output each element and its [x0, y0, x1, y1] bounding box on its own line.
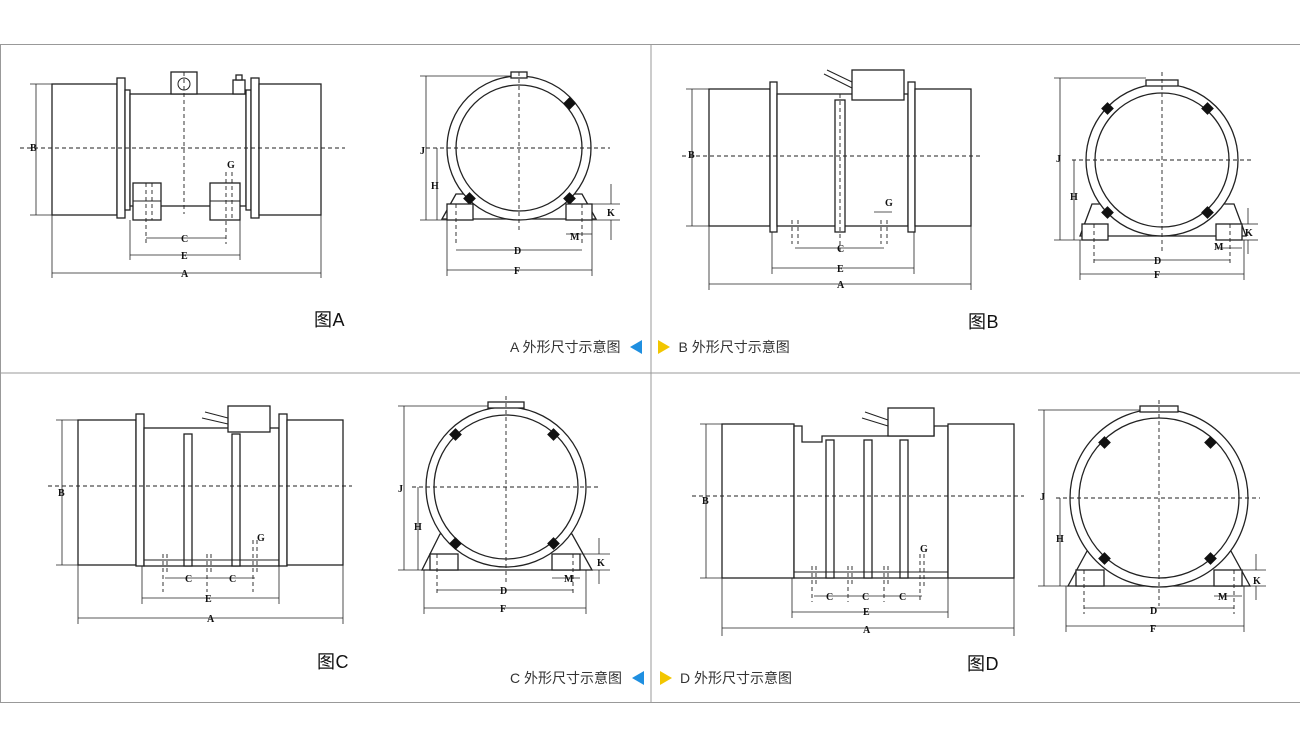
- label-d-K: K: [1253, 576, 1261, 587]
- label-b-K: K: [1245, 228, 1253, 239]
- caption-b: B 外形尺寸示意图: [678, 339, 790, 355]
- label-a-B: B: [30, 143, 37, 154]
- label-c-K: K: [597, 558, 605, 569]
- label-b-A: A: [837, 280, 845, 291]
- diagram-a-side-view: [20, 71, 345, 278]
- label-b-G: G: [885, 198, 893, 209]
- diagram-b-end-view: [1054, 72, 1258, 280]
- panel-title-c: 图C: [317, 652, 349, 672]
- label-c-J: J: [398, 484, 403, 495]
- diagram-a-end-view: [420, 71, 620, 276]
- label-b-C: C: [837, 244, 844, 255]
- panel-title-d: 图D: [967, 654, 999, 674]
- label-d-A: A: [863, 625, 871, 636]
- label-b-H: H: [1070, 192, 1078, 203]
- nav-row-ab: A 外形尺寸示意图 B 外形尺寸示意图: [510, 337, 790, 357]
- label-c-M: M: [564, 574, 574, 585]
- label-d-B: B: [702, 496, 709, 507]
- label-a-D: D: [514, 246, 521, 257]
- label-c-F: F: [500, 604, 506, 615]
- label-c-H: H: [414, 522, 422, 533]
- label-b-D: D: [1154, 256, 1161, 267]
- label-a-G: G: [227, 160, 235, 171]
- diagram-b-side-view: [682, 69, 982, 290]
- label-b-J: J: [1056, 154, 1061, 165]
- label-a-C: C: [181, 234, 188, 245]
- diagram-d-end-view: [1038, 400, 1266, 632]
- label-d-C3: C: [899, 592, 906, 603]
- label-a-M: M: [570, 232, 580, 243]
- label-d-C1: C: [826, 592, 833, 603]
- label-b-B: B: [688, 150, 695, 161]
- label-b-E: E: [837, 264, 844, 275]
- label-b-M: M: [1214, 242, 1224, 253]
- label-d-F: F: [1150, 624, 1156, 635]
- label-d-C2: C: [862, 592, 869, 603]
- label-a-H: H: [431, 181, 439, 192]
- label-d-G: G: [920, 544, 928, 555]
- label-d-D: D: [1150, 606, 1157, 617]
- label-d-M: M: [1218, 592, 1228, 603]
- diagram-a: [20, 71, 620, 278]
- diagram-b: [682, 69, 1258, 290]
- label-c-C1: C: [185, 574, 192, 585]
- label-d-E: E: [863, 607, 870, 618]
- diagram-c-end-view: [398, 396, 610, 614]
- nav-row-cd: C 外形尺寸示意图 D 外形尺寸示意图: [510, 668, 792, 688]
- diagram-c: [48, 396, 610, 624]
- caption-a: A 外形尺寸示意图: [510, 339, 621, 355]
- panel-title-b: 图B: [968, 312, 1000, 332]
- label-c-E: E: [205, 594, 212, 605]
- label-a-F: F: [514, 266, 520, 277]
- diagram-c-side-view: [48, 405, 352, 624]
- prev-arrow-icon[interactable]: [632, 671, 644, 685]
- label-d-J: J: [1040, 492, 1045, 503]
- label-a-A: A: [181, 269, 189, 280]
- caption-c: C 外形尺寸示意图: [510, 670, 622, 686]
- label-a-K: K: [607, 208, 615, 219]
- next-arrow-icon[interactable]: [658, 340, 671, 354]
- label-c-B: B: [58, 488, 65, 499]
- prev-arrow-icon[interactable]: [630, 340, 643, 354]
- label-a-E: E: [181, 251, 188, 262]
- panel-title-a: 图A: [314, 310, 346, 330]
- label-c-G: G: [257, 533, 265, 544]
- label-c-D: D: [500, 586, 507, 597]
- label-b-F: F: [1154, 270, 1160, 281]
- label-d-H: H: [1056, 534, 1064, 545]
- label-a-J: J: [420, 146, 425, 157]
- diagram-d: [692, 400, 1266, 636]
- next-arrow-icon[interactable]: [660, 671, 672, 685]
- label-c-C2: C: [229, 574, 236, 585]
- diagram-d-side-view: [692, 407, 1024, 636]
- label-c-A: A: [207, 614, 215, 625]
- caption-d: D 外形尺寸示意图: [680, 670, 792, 686]
